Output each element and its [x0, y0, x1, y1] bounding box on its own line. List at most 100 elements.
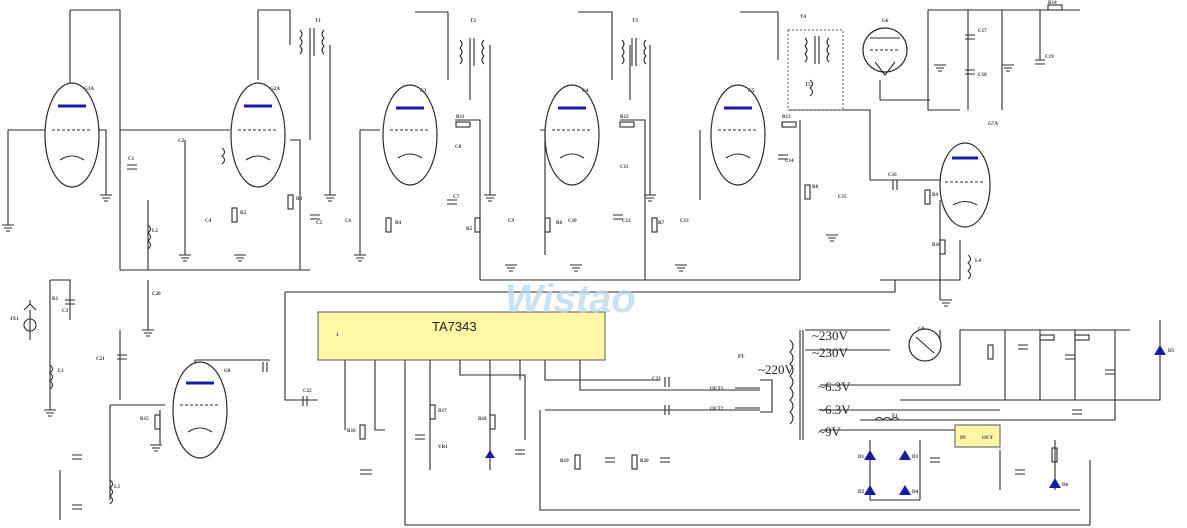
label-r5: R5 — [466, 227, 473, 232]
label-c21: C21 — [96, 357, 105, 362]
transformer-t2-label: T2 — [470, 19, 476, 24]
mains-voltage: ~220V — [758, 362, 795, 377]
label-r3: R3 — [296, 197, 303, 202]
secondary-9v: ~9V — [818, 424, 842, 439]
regulator-out: OUT — [982, 436, 994, 441]
label-f1: F1 — [892, 414, 898, 419]
inductors — [49, 147, 972, 505]
label-l3: L3 — [114, 485, 120, 490]
tube-g7: G7A — [939, 122, 998, 228]
diodes — [485, 345, 1166, 495]
label-c5: C5 — [316, 221, 323, 226]
label-d4: D4 — [912, 490, 919, 495]
label-c9: C9 — [508, 219, 515, 224]
label-d1: D1 — [858, 455, 865, 460]
label-jx1: JX1 — [10, 317, 19, 322]
tube-g2-label: G2A — [270, 87, 280, 92]
label-c2: C2 — [178, 139, 185, 144]
tube-g1: G1A — [44, 82, 100, 188]
tube-g8: G8 — [172, 361, 231, 459]
label-c16: C16 — [888, 173, 897, 178]
watermark: Wistao — [505, 277, 636, 321]
label-vr1: VR1 — [438, 445, 448, 450]
pt-label: PT — [738, 355, 745, 360]
output-jack — [735, 379, 773, 413]
label-l4: L4 — [975, 259, 981, 264]
label-c23: C23 — [652, 377, 661, 382]
label-c18: C18 — [978, 73, 987, 78]
ic-pin1: 1 — [336, 333, 339, 338]
tube-g3: G3 — [382, 84, 438, 186]
transformer-t1-label: T1 — [315, 19, 321, 24]
regulator-in: IN — [960, 436, 966, 441]
tube-g8-label: G8 — [224, 369, 231, 374]
label-c8: C8 — [455, 145, 462, 150]
label-r9: R9 — [932, 193, 939, 198]
power-transformer: PT ~220V ~230V ~230V ~6.3V ~6.3V ~9V — [738, 328, 851, 440]
label-t5: T5 — [805, 83, 811, 88]
vacuum-tubes: G1A G2A G3 G4 G5 — [44, 19, 998, 459]
label-c15: C15 — [838, 195, 847, 200]
out1-label: OUT1 — [710, 387, 724, 392]
wiring — [7, 9, 1161, 526]
tube-g6: G6 — [862, 19, 908, 76]
label-r19: R19 — [560, 459, 569, 464]
transformer-t1: T1 — [299, 19, 325, 56]
transformer-t3: T3 — [621, 19, 647, 66]
tube-g7-label: G7A — [988, 122, 998, 127]
component-designators: T5 C1 C2 C3 C4 C5 C6 C7 C8 C9 C10 C11 C1… — [10, 1, 1175, 495]
transformers: T1 T2 T3 T4 — [299, 15, 844, 111]
label-c4: C4 — [205, 219, 212, 224]
transformer-t3-label: T3 — [632, 19, 638, 24]
label-c20: C20 — [152, 292, 161, 297]
label-c6: C6 — [345, 219, 352, 224]
tube-g3-label: G3 — [420, 89, 427, 94]
label-d3: D3 — [912, 455, 919, 460]
label-r16: R16 — [347, 429, 356, 434]
label-r15: R15 — [140, 417, 149, 422]
label-r4: R4 — [395, 221, 402, 226]
label-c10: C10 — [568, 219, 577, 224]
label-c12: C12 — [622, 219, 631, 224]
label-r7: R7 — [658, 221, 665, 226]
label-l2: L2 — [152, 229, 158, 234]
secondary-6v3-1: ~6.3V — [818, 379, 851, 394]
label-r12: R12 — [620, 115, 629, 120]
label-c22: C22 — [303, 389, 312, 394]
label-c13: C13 — [680, 219, 689, 224]
label-c1: C1 — [128, 157, 135, 162]
tube-g4: G4 — [544, 84, 600, 186]
label-d6: D6 — [1062, 483, 1069, 488]
label-r1: R1 — [52, 297, 59, 302]
label-c17: C17 — [978, 29, 987, 34]
antenna-input — [23, 300, 37, 332]
label-r17: R17 — [438, 409, 447, 414]
tube-g1-label: G1A — [84, 87, 94, 92]
ic-name: TA7343 — [432, 319, 477, 334]
out2-label: OUT2 — [710, 407, 724, 412]
label-r20: R20 — [640, 459, 649, 464]
secondary-6v3-2: ~6.3V — [818, 402, 851, 417]
label-r11: R11 — [456, 115, 465, 120]
tube-g2: G2A — [230, 82, 286, 188]
label-c3: C3 — [62, 309, 69, 314]
label-l1: L1 — [58, 369, 64, 374]
tube-g4-label: G4 — [582, 89, 589, 94]
transformer-t4-label: T4 — [800, 15, 806, 20]
label-r10: R10 — [932, 243, 941, 248]
label-r13: R13 — [782, 115, 791, 120]
secondary-230v-2: ~230V — [812, 345, 849, 360]
label-c19: C19 — [1045, 55, 1054, 60]
label-d5: D5 — [1168, 349, 1175, 354]
label-r18: R18 — [478, 417, 487, 422]
label-c11: C11 — [620, 165, 629, 170]
tube-g9-label: G9 — [918, 327, 925, 332]
tube-g5: G5 — [710, 84, 766, 186]
label-r14: R14 — [1048, 1, 1057, 6]
label-c14: C14 — [785, 159, 794, 164]
voltage-regulator: IN OUT — [954, 424, 1001, 448]
passive-components — [65, 4, 1115, 510]
tube-g6-label: G6 — [882, 19, 889, 24]
label-r6: R6 — [556, 221, 563, 226]
